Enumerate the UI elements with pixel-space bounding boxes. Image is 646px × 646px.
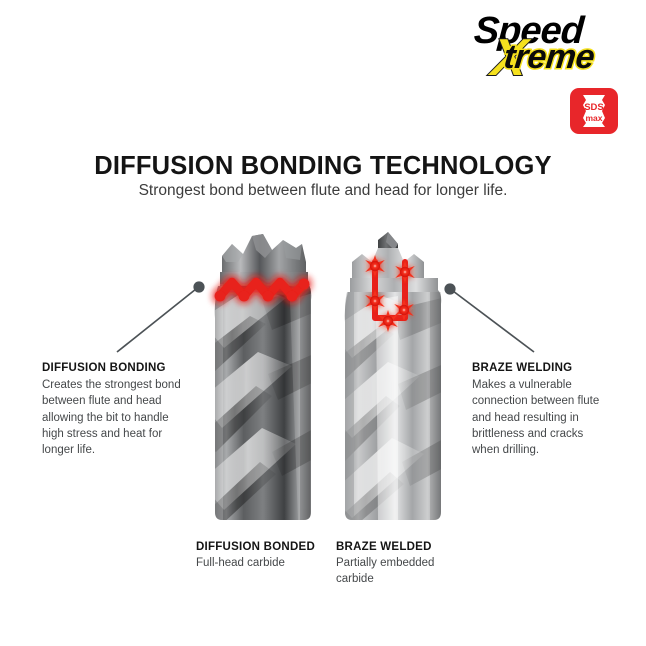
- brand-logo: Speed X treme: [466, 8, 638, 88]
- sds-max-badge: SDS max: [570, 88, 618, 134]
- caption-body: Partially embedded carbide: [336, 557, 435, 586]
- sds-badge-line1: SDS: [584, 102, 604, 113]
- callout-braze-welding: BRAZE WELDING Makes a vulnerable connect…: [472, 362, 612, 459]
- page-subtitle: Strongest bond between flute and head fo…: [138, 182, 508, 199]
- caption-diffusion-bonded: DIFFUSION BONDED Full-head carbide: [196, 541, 326, 571]
- callout-body: Makes a vulnerable connection between fl…: [472, 379, 600, 457]
- braze-weld-points: [365, 255, 415, 332]
- sds-badge-line2: max: [585, 113, 602, 123]
- callout-body: Creates the strongest bond between flute…: [42, 379, 181, 457]
- left-drill-bit: [214, 234, 312, 520]
- callout-diffusion-bonding: DIFFUSION BONDING Creates the strongest …: [42, 362, 184, 459]
- caption-title: BRAZE WELDED: [336, 541, 432, 553]
- leader-line-right: [444, 283, 535, 353]
- zigzag-bond-band: [214, 277, 310, 302]
- leader-line-left: [116, 281, 205, 353]
- caption-body: Full-head carbide: [196, 557, 285, 569]
- callout-title: BRAZE WELDING: [472, 362, 573, 374]
- brand-xtreme-wordmark: treme: [501, 37, 598, 78]
- page-title: DIFFUSION BONDING TECHNOLOGY: [94, 152, 552, 180]
- right-drill-bit: [344, 232, 442, 520]
- caption-title: DIFFUSION BONDED: [196, 541, 315, 553]
- braze-weld-bracket: [372, 259, 408, 321]
- caption-braze-welded: BRAZE WELDED Partially embedded carbide: [336, 541, 451, 588]
- callout-title: DIFFUSION BONDING: [42, 362, 166, 374]
